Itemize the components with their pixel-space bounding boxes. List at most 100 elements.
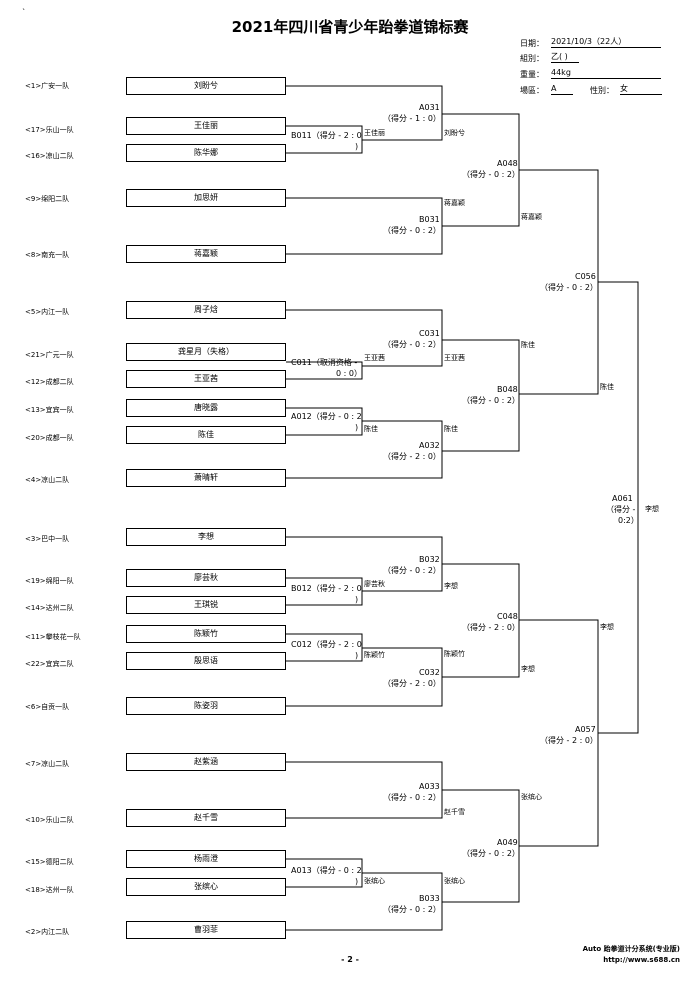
match-score: （得分 - 0 : 2）: [383, 226, 441, 235]
match-score: （得分 - 0 : 2）: [383, 340, 441, 349]
match-label: A061: [612, 494, 633, 503]
match-label: A012（得分 - 0 : 2: [291, 412, 362, 421]
competitor-box: 杨雨澄: [126, 850, 286, 868]
seed-label: <1>广安一队: [25, 82, 70, 90]
competitor-box: 加思妍: [126, 189, 286, 207]
match-score: （得分 - 2 : 0）: [540, 736, 598, 745]
seed-label: <16>凉山二队: [25, 152, 74, 160]
match-label: B032: [419, 555, 440, 564]
match-label: C056: [575, 272, 596, 281]
competitor-box: 李想: [126, 528, 286, 546]
competitor-box: 王琪锐: [126, 596, 286, 614]
match-winner: 陈颖竹: [364, 651, 385, 659]
competitor-box: 陈姿羽: [126, 697, 286, 715]
match-score: （得分 - 2 : 0）: [383, 679, 441, 688]
match-label: C012（得分 - 2 : 0: [291, 640, 362, 649]
page-title: 2021年四川省青少年跆拳道锦标赛: [231, 18, 469, 36]
seed-label: <3>巴中一队: [25, 535, 70, 543]
group-label: 組別：: [520, 54, 544, 63]
competitor-box: 唐晓露: [126, 399, 286, 417]
match-winner: 李想: [600, 623, 614, 631]
weight-value: 44kg: [551, 68, 661, 79]
match-score: （得分 - 1 : 0）: [383, 114, 441, 123]
match-winner: 张缤心: [364, 877, 385, 885]
match-label: B012（得分 - 2 : 0: [291, 584, 362, 593]
match-label: A049: [497, 838, 518, 847]
seed-label: <19>绵阳一队: [25, 577, 74, 585]
match-winner: 张缤心: [521, 793, 542, 801]
seed-label: <11>攀枝花一队: [25, 633, 81, 641]
match-label: A032: [419, 441, 440, 450]
match-label: C048: [497, 612, 518, 621]
competitor-box: 王亚茜: [126, 370, 286, 388]
sex-label: 性別：: [590, 86, 614, 95]
competitor-box: 张缤心: [126, 878, 286, 896]
court-value: A: [551, 84, 573, 95]
footer-url: http://www.s688.cn: [603, 956, 680, 964]
match-score: （得分 - 0 : 2）: [383, 793, 441, 802]
match-score: （得分 - 0 : 2）: [383, 905, 441, 914]
competitor-box: 萧晴轩: [126, 469, 286, 487]
match-label: A048: [497, 159, 518, 168]
match-score: （得分 - 2 : 0）: [383, 452, 441, 461]
match-winner: 王亚茜: [444, 354, 465, 362]
competitor-box: 周子焓: [126, 301, 286, 319]
match-label: A013（得分 - 0 : 2: [291, 866, 362, 875]
competitor-box: 陈华娜: [126, 144, 286, 162]
match-winner: 张缤心: [444, 877, 465, 885]
competitor-box: 曹羽菲: [126, 921, 286, 939]
match-label: C031: [419, 329, 440, 338]
competitor-box: 陈佳: [126, 426, 286, 444]
match-score: ): [355, 423, 359, 432]
seed-label: <20>成都一队: [25, 434, 74, 442]
seed-label: <22>宜宾二队: [25, 660, 74, 668]
corner-mark: `: [22, 8, 26, 17]
champion: 李想: [645, 505, 659, 513]
match-label: A031: [419, 103, 440, 112]
seed-label: <7>凉山二队: [25, 760, 70, 768]
match-winner: 蒋嘉颖: [444, 199, 465, 207]
match-winner: 赵千雪: [444, 808, 465, 816]
match-winner: 王佳丽: [364, 129, 385, 137]
match-winner: 刘盼兮: [444, 129, 465, 137]
match-score: （得分 - 0 : 2）: [462, 170, 520, 179]
match-label: B048: [497, 385, 518, 394]
competitor-box: 蒋嘉颖: [126, 245, 286, 263]
match-score: 0:2）: [618, 516, 639, 525]
match-winner: 陈佳: [444, 425, 458, 433]
weight-label: 重量：: [520, 70, 544, 79]
seed-label: <10>乐山二队: [25, 816, 74, 824]
competitor-box: 王佳丽: [126, 117, 286, 135]
match-winner: 李想: [521, 665, 535, 673]
court-label: 場區：: [520, 86, 544, 95]
seed-label: <15>德阳二队: [25, 858, 74, 866]
seed-label: <18>达州一队: [25, 886, 74, 894]
match-label: B031: [419, 215, 440, 224]
seed-label: <9>绵阳二队: [25, 195, 70, 203]
match-score: （得分 - 0 : 2）: [462, 396, 520, 405]
match-winner: 李想: [444, 582, 458, 590]
seed-label: <2>内江二队: [25, 928, 70, 936]
match-winner: 陈佳: [521, 341, 535, 349]
seed-label: <13>宜宾一队: [25, 406, 74, 414]
competitor-box: 殷思语: [126, 652, 286, 670]
footer-brand: Auto 跆拳道计分系统(专业版): [582, 945, 680, 953]
group-value: 乙( ): [551, 52, 579, 63]
match-score: （得分 - 0 : 2）: [540, 283, 598, 292]
match-label: A033: [419, 782, 440, 791]
match-winner: 陈佳: [364, 425, 378, 433]
date-value: 2021/10/3（22人）: [551, 37, 661, 48]
match-score: 0 : 0）: [336, 369, 362, 378]
competitor-box: 赵千雪: [126, 809, 286, 827]
date-label: 日期：: [520, 39, 544, 48]
seed-label: <6>自贡一队: [25, 703, 70, 711]
match-winner: 陈佳: [600, 383, 614, 391]
match-label: B011（得分 - 2 : 0: [291, 131, 362, 140]
match-label: B033: [419, 894, 440, 903]
match-score: （得分 -: [606, 505, 636, 514]
match-winner: 王亚茜: [364, 354, 385, 362]
match-score: （得分 - 0 : 2）: [383, 566, 441, 575]
match-score: ): [355, 877, 359, 886]
match-label: A057: [575, 725, 596, 734]
